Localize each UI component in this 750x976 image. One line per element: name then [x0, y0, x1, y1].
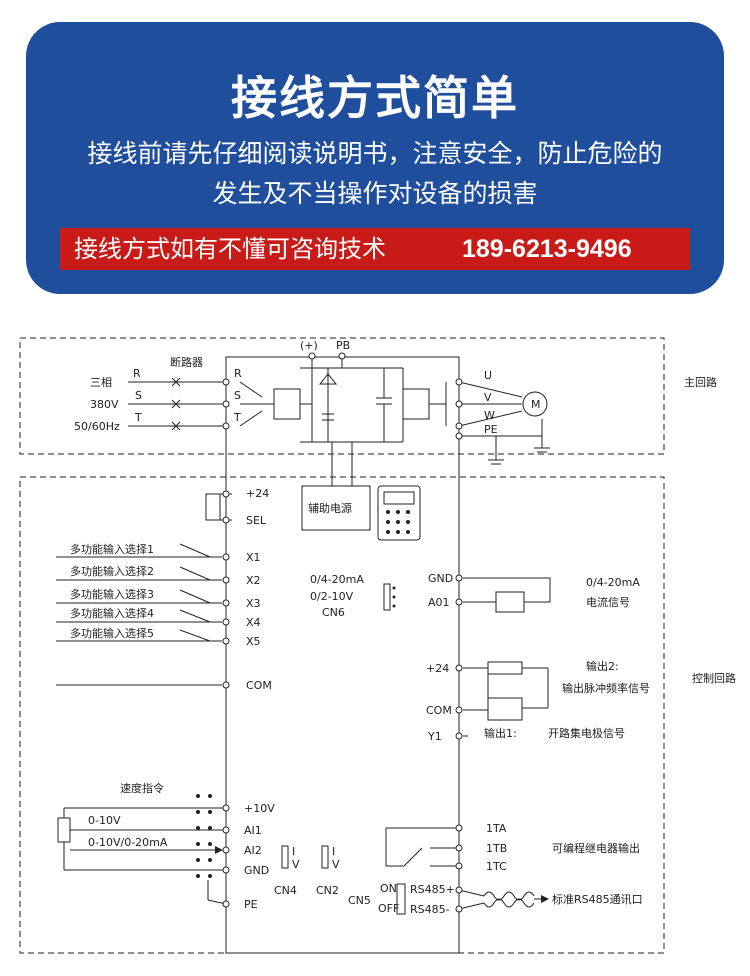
term-1ta: 1TA [486, 822, 507, 835]
notice-bar: 接线方式如有不懂可咨询技术 189-6213-9496 [60, 228, 690, 270]
term-x2: X2 [246, 574, 261, 587]
term-ai2: AI2 [244, 844, 262, 857]
term-pos: (+) [300, 339, 318, 352]
cn4-label: CN4 [274, 884, 297, 897]
motor-label: M [531, 398, 541, 411]
cn4-v: V [292, 858, 300, 871]
breaker-label: 断路器 [170, 355, 203, 369]
input-select-1: 多功能输入选择1 [70, 542, 154, 556]
cn6-label: CN6 [322, 606, 345, 619]
term-pe-bottom: PE [244, 898, 258, 911]
motor-symbol [522, 391, 548, 417]
current-signal-label: 电流信号 [586, 595, 630, 609]
input-s: S [135, 389, 142, 402]
term-rs485-plus: RS485+ [410, 883, 455, 896]
cn2-i: I [332, 845, 335, 858]
rs485-port-label: 标准RS485通讯口 [552, 892, 643, 906]
analog-out-range: 0/4-20mA [586, 576, 640, 589]
term-y1: Y1 [427, 730, 442, 743]
term-s: S [234, 389, 241, 402]
term-24v-right: +24 [426, 662, 449, 675]
cn5-label: CN5 [348, 894, 371, 907]
open-collector-label: 开路集电极信号 [548, 726, 625, 740]
input-select-4: 多功能输入选择4 [70, 606, 154, 620]
output-2-label: 输出2: [586, 659, 619, 673]
voltage-current-range-label: 0-10V/0-20mA [88, 836, 168, 849]
main-circuit-label: 主回路 [684, 376, 717, 389]
term-ai1: AI1 [244, 824, 262, 837]
term-com-left: COM [246, 679, 272, 692]
input-select-2: 多功能输入选择2 [70, 564, 154, 578]
term-v: V [484, 391, 492, 404]
header-banner: 接线方式简单 接线前请先仔细阅读说明书，注意安全，防止危险的 发生及不当操作对设… [26, 22, 724, 294]
phase-label: 三相 [90, 376, 112, 389]
term-com-right: COM [426, 704, 452, 717]
phone-number: 189-6213-9496 [462, 235, 632, 263]
aux-power-label: 辅助电源 [308, 501, 352, 515]
aux-power-box [301, 485, 371, 531]
cn2-label: CN2 [316, 884, 339, 897]
cn2-v: V [332, 858, 340, 871]
voltage-range-label: 0-10V [88, 814, 121, 827]
input-t: T [134, 411, 142, 424]
term-u: U [484, 369, 492, 382]
cn5-on: ON [380, 882, 397, 895]
term-pe: PE [484, 423, 498, 436]
input-r: R [133, 367, 141, 380]
pulse-freq-label: 输出脉冲频率信号 [562, 681, 650, 695]
term-x5: X5 [246, 635, 261, 648]
cn6-mode-voltage: 0/2-10V [310, 590, 354, 603]
term-pb: PB [336, 339, 350, 352]
term-t: T [233, 411, 241, 424]
term-a01: A01 [428, 596, 450, 609]
term-10v: +10V [244, 802, 275, 815]
term-24v: +24 [246, 487, 269, 500]
main-circuit-boundary [19, 337, 665, 455]
voltage-label: 380V [90, 398, 119, 411]
cn6-mode-current: 0/4-20mA [310, 573, 364, 586]
term-1tc: 1TC [486, 860, 507, 873]
banner-line-2: 发生及不当操作对设备的损害 [212, 179, 538, 208]
term-gnd-bottom: GND [244, 864, 269, 877]
term-x1: X1 [246, 551, 261, 564]
term-sel: SEL [246, 514, 267, 527]
term-rs485-minus: RS485- [410, 903, 450, 916]
relay-output-label: 可编程继电器输出 [552, 841, 640, 855]
keypad-icon [377, 485, 421, 541]
input-select-5: 多功能输入选择5 [70, 626, 154, 640]
term-r: R [234, 367, 242, 380]
term-gnd-right: GND [428, 572, 453, 585]
input-select-3: 多功能输入选择3 [70, 587, 154, 601]
banner-title: 接线方式简单 [231, 71, 519, 125]
cn5-off: OFF [378, 902, 399, 915]
speed-command-label: 速度指令 [120, 781, 164, 795]
term-x3: X3 [246, 597, 261, 610]
banner-line-1: 接线前请先仔细阅读说明书，注意安全，防止危险的 [87, 139, 663, 168]
cn4-i: I [292, 845, 295, 858]
output-1-label: 输出1: [484, 726, 517, 740]
freq-label: 50/60Hz [74, 420, 120, 433]
potentiometer [57, 817, 71, 843]
term-w: W [484, 409, 495, 422]
notice-text: 接线方式如有不懂可咨询技术 [74, 235, 386, 263]
term-1tb: 1TB [486, 842, 507, 855]
term-x4: X4 [246, 616, 261, 629]
control-circuit-label: 控制回路 [692, 671, 736, 685]
